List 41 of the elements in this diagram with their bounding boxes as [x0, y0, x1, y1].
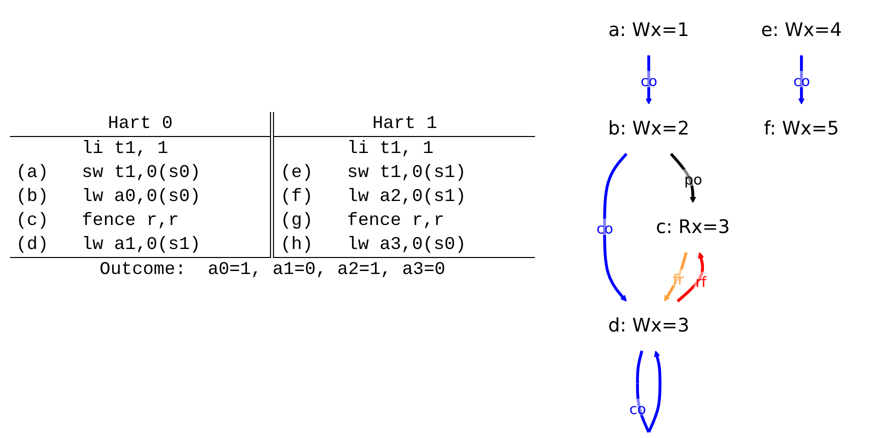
table-cell: sw t1,0(s0) — [76, 161, 272, 185]
arrow — [798, 55, 805, 105]
edge-label: co — [596, 222, 614, 238]
node-text: a: Wx=1 — [608, 19, 690, 41]
table-cell: lw a0,0(s0) — [76, 185, 272, 209]
table-cell: (f) — [272, 185, 342, 209]
edge-label: co — [640, 74, 658, 90]
edge-label: co — [629, 402, 646, 418]
table-cell: Hart 0 — [10, 112, 272, 136]
node-text: e: Wx=4 — [761, 19, 842, 41]
table-cell-text: (a) — [15, 162, 50, 185]
table-cell-text: (b) — [15, 186, 50, 209]
arrow — [670, 152, 696, 204]
table-cell: Hart 1 — [272, 112, 535, 136]
arrow — [636, 350, 662, 433]
arrow — [676, 252, 704, 302]
table-cell: (g) — [272, 209, 342, 233]
arrow — [664, 252, 688, 302]
node-text: c: Rx=3 — [656, 216, 730, 238]
table-cell: (e) — [272, 161, 342, 185]
node-text: f: Wx=5 — [764, 118, 840, 140]
table-cell-text: (c) — [15, 210, 50, 233]
table-cell: li t1, 1 — [76, 136, 272, 161]
table-cell: li t1, 1 — [341, 136, 535, 161]
node-text: b: Wx=2 — [608, 118, 690, 140]
table-cell: (d) — [10, 233, 76, 258]
table-cell-text: fence r,r — [346, 210, 446, 233]
table-cell: (h) — [272, 233, 342, 258]
table-cell: fence r,r — [76, 209, 272, 233]
edge-label: po — [684, 172, 702, 188]
arrow — [646, 55, 652, 105]
arrow — [603, 152, 628, 302]
edge-label: fr — [672, 272, 684, 288]
edge-label: rf — [695, 274, 706, 291]
table-cell: lw a1,0(s1) — [76, 233, 272, 258]
table-cell: Outcome: a0=1, a1=0, a2=1, a3=0 — [10, 258, 535, 282]
edge-label: co — [793, 74, 810, 90]
table-cell-text: sw t1,0(s1) — [346, 162, 467, 185]
table-cell: lw a3,0(s0) — [341, 233, 535, 258]
table-cell-text: lw a2,0(s1) — [346, 186, 467, 209]
node-text: d: Wx=3 — [608, 314, 690, 336]
